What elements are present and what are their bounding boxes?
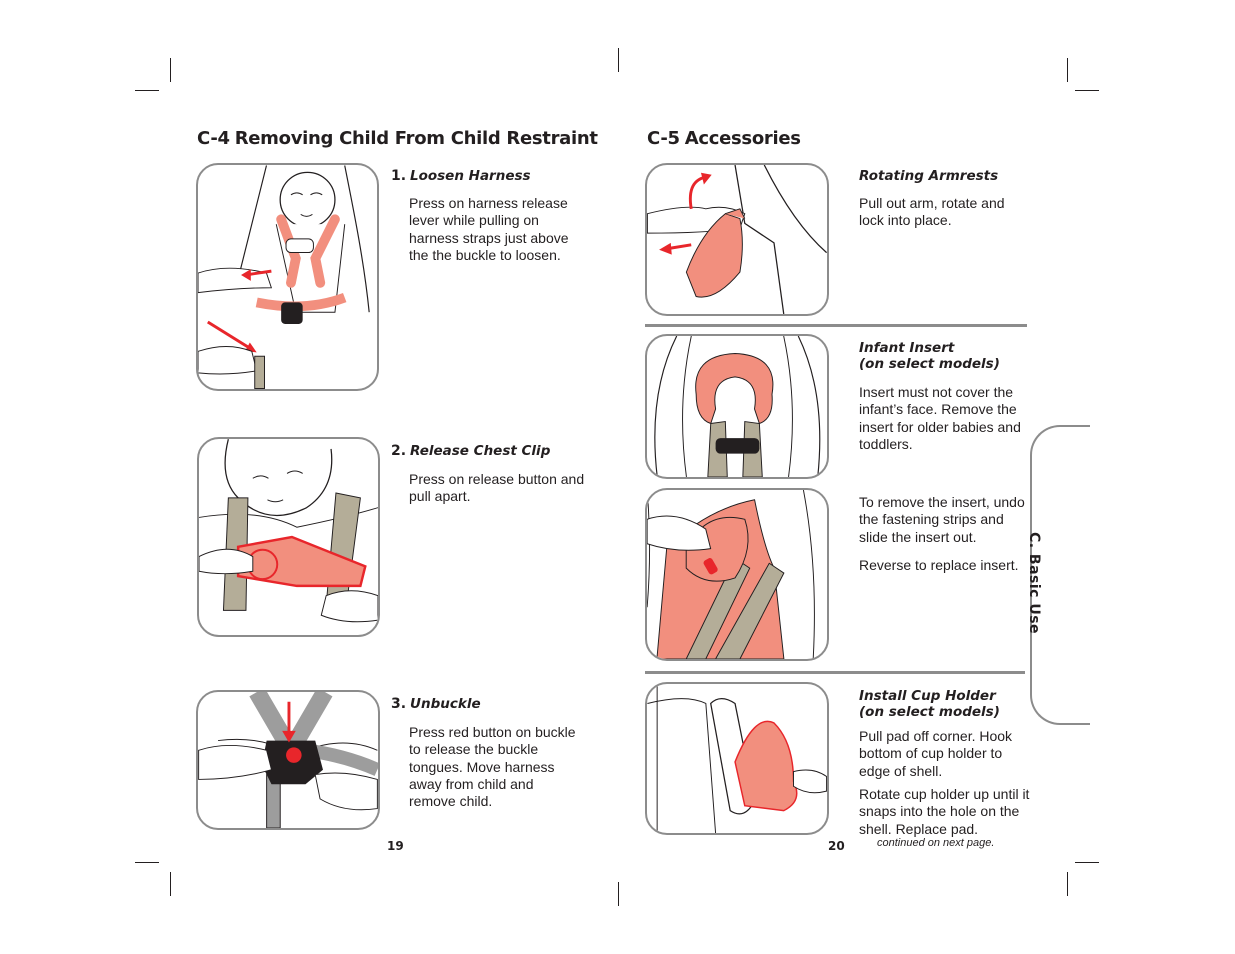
item-text: Pull pad off corner. Hook bottom of cup … [859,728,1013,779]
crop-mark [135,862,159,863]
step-text: Press on release button and pull apart. [409,471,585,505]
section-code: C-5 [647,128,680,149]
loosen-harness-illustration [196,163,379,391]
section-heading: Removing Child From Child Restraint [234,128,598,149]
step-text: Press on harness release lever while pul… [409,195,569,263]
continued-note: continued on next page. [877,837,995,849]
side-tab [1030,425,1090,725]
step-number: 2. [391,443,407,459]
item-subtitle: (on select models) [859,704,1000,720]
step-title: Release Chest Clip [410,443,551,459]
divider [645,324,1027,327]
item-text: Rotate cup holder up until it snaps into… [859,786,1030,837]
item-subtitle: (on select models) [859,356,1000,372]
item-text: Pull out arm, rotate and lock into place… [859,195,1005,229]
item-text: To remove the insert, undo the fastening… [859,494,1025,545]
rotating-armrest-illustration [645,163,829,316]
crop-mark [618,882,619,906]
item-title: Infant Insert [859,340,955,356]
item-title: Install Cup Holder [859,688,996,704]
item-title: Rotating Armrests [859,168,999,184]
side-tab-label: C. Basic Use [1026,531,1042,635]
crop-mark [618,48,619,72]
step-title: Loosen Harness [410,168,531,184]
page-number: 19 [387,839,404,853]
crop-mark [170,872,171,896]
item-text: Reverse to replace insert. [859,557,1019,573]
step-title: Unbuckle [410,696,481,712]
cup-holder-illustration [645,682,829,835]
crop-mark [170,58,171,82]
crop-mark [135,90,159,91]
release-chest-clip-illustration [197,437,380,637]
step-number: 1. [391,168,407,184]
section-code: C-4 [197,128,230,149]
crop-mark [1075,90,1099,91]
step-text: Press red button on buckle to release th… [409,724,576,810]
section-heading: Accessories [684,128,801,149]
unbuckle-illustration [196,690,380,830]
step-number: 3. [391,696,407,712]
crop-mark [1067,872,1068,896]
page-number: 20 [828,839,845,853]
crop-mark [1067,58,1068,82]
infant-insert-illustration [645,334,829,479]
crop-mark [1075,862,1099,863]
divider [645,671,1025,674]
remove-insert-illustration [645,488,829,661]
item-text: Insert must not cover the infant’s face.… [859,384,1021,452]
